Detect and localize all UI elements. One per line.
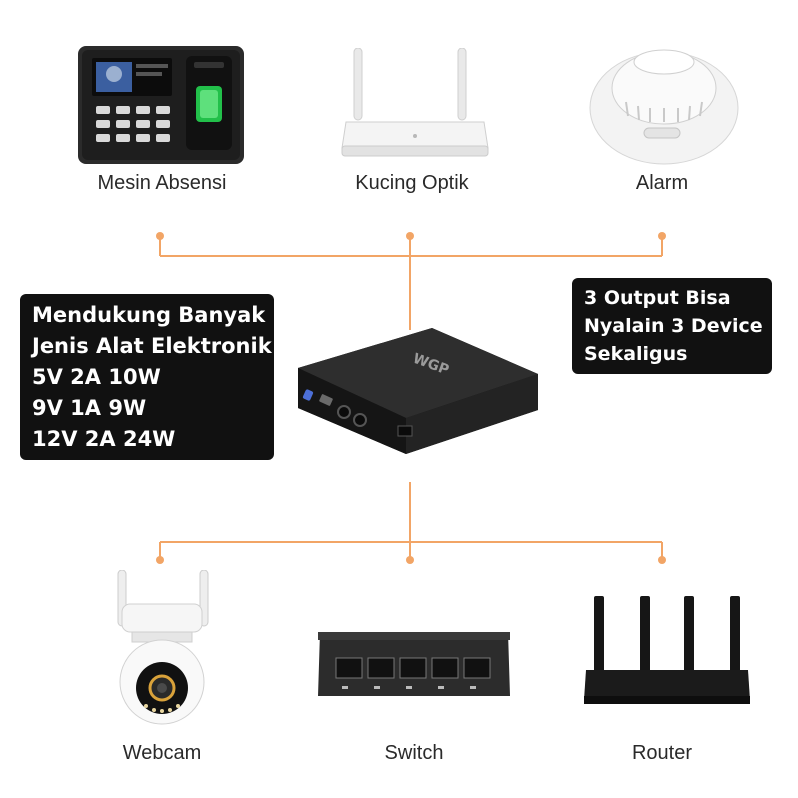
callout-line: 5V 2A 10W (32, 365, 161, 389)
fingerprint-attendance-machine-icon (78, 46, 244, 164)
callout-supported-devices: Mendukung Banyak Jenis Alat Elektronik 5… (20, 294, 274, 460)
device-label-alarm: Alarm (635, 172, 689, 194)
callout-line: Jenis Alat Elektronik (32, 334, 272, 358)
device-label-mesin-absensi: Mesin Absensi (97, 172, 227, 194)
mini-ups-device-icon: WGP (298, 328, 538, 454)
cctv-camera-icon (117, 570, 209, 725)
device-label-router: Router (631, 742, 693, 764)
network-switch-icon (318, 632, 510, 696)
device-label-kucing-optik: Kucing Optik (355, 172, 469, 194)
callout-line: 3 Output Bisa (584, 287, 731, 309)
device-label-switch: Switch (384, 742, 444, 764)
smoke-alarm-icon (589, 49, 739, 165)
callout-line: 12V 2A 24W (32, 427, 176, 451)
wifi-router-icon (584, 596, 750, 704)
callout-three-outputs: 3 Output Bisa Nyalain 3 Device Sekaligus (572, 278, 772, 374)
callout-line: Nyalain 3 Device (584, 315, 763, 337)
device-label-webcam: Webcam (122, 742, 202, 764)
callout-line: Sekaligus (584, 343, 688, 365)
fiber-optic-router-icon (341, 48, 489, 157)
callout-line: 9V 1A 9W (32, 396, 147, 420)
callout-line: Mendukung Banyak (32, 303, 266, 327)
